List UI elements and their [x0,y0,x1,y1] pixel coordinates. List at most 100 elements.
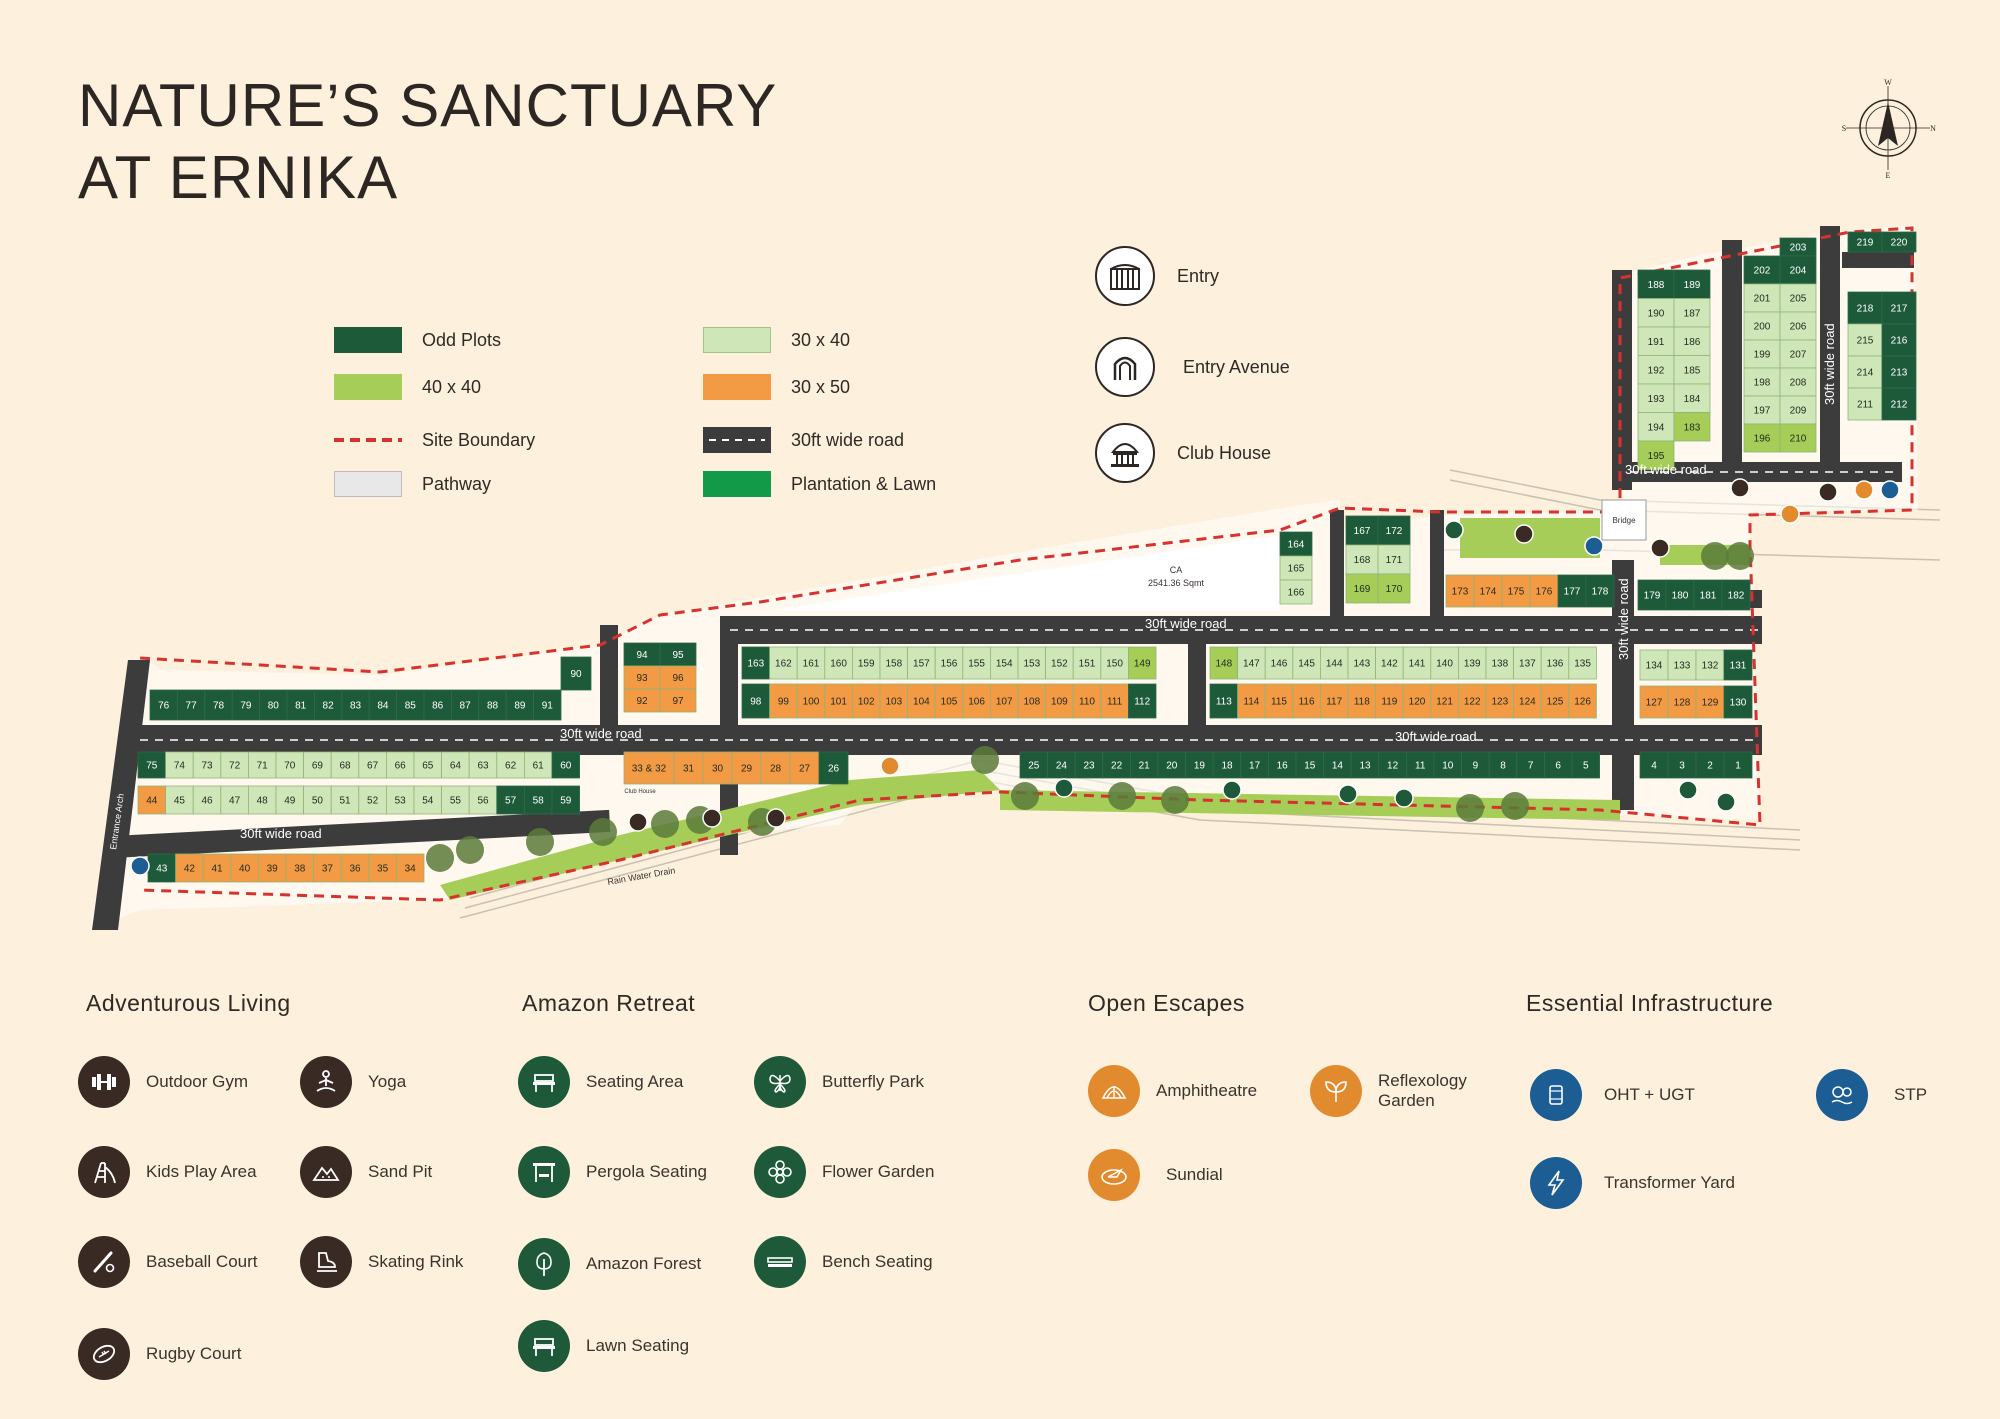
plot-number: 200 [1754,322,1771,333]
road-upper-right [1620,462,1902,482]
amenity-label: Yoga [368,1072,407,1091]
plot-number: 144 [1326,659,1343,670]
vertical-road-i [1820,226,1840,476]
plot-number: 16 [1277,761,1289,772]
legend-label: Odd Plots [422,329,502,350]
plot-125: 125 [1540,683,1570,719]
site-boundary [139,226,1914,902]
plot-number: 131 [1730,661,1747,672]
plot-141: 141 [1402,646,1432,680]
plot-number: 141 [1409,659,1426,670]
plot-117: 117 [1320,683,1349,719]
tree-icon [1501,792,1529,820]
plot-69: 69 [303,751,332,779]
plot-119: 119 [1375,683,1404,719]
plot-number: 71 [257,761,269,772]
plot-6: 6 [1544,751,1573,779]
plot-number: 159 [858,659,875,670]
amenity-marker-icon [1514,524,1534,544]
compass-s: S [1842,124,1846,133]
amenity-marker-icon [1222,780,1242,800]
plot-182: 182 [1721,579,1751,611]
plot-51: 51 [330,785,360,815]
plot-177: 177 [1557,574,1587,608]
slide-icon [78,1146,130,1198]
plot-180: 180 [1665,579,1695,611]
plot-218: 218 [1847,291,1883,325]
plot-121: 121 [1430,683,1459,719]
plot-105: 105 [934,683,964,719]
plot-number: 53 [395,796,407,807]
plot-number: 154 [996,659,1013,670]
plot-124: 124 [1513,683,1542,719]
plot-number: 38 [294,864,306,875]
plot-number: 205 [1790,294,1807,305]
plot-number: 122 [1464,697,1481,708]
plot-216: 216 [1881,323,1917,357]
plot-114: 114 [1237,683,1266,719]
plot-12: 12 [1378,751,1407,779]
plot-number: 137 [1519,659,1536,670]
plot-number: 117 [1326,697,1342,708]
plot-161: 161 [796,646,826,680]
pergola-icon [518,1146,570,1198]
plot-33-32: 33 & 32 [623,751,675,785]
plot-11: 11 [1406,751,1435,779]
plot-number: 128 [1674,698,1691,709]
plot-122: 122 [1458,683,1487,719]
road-label-east: 30ft wide road [1395,729,1477,744]
page-title: NATURE’S SANCTUARY AT ERNIKA [78,70,777,214]
amenity-lawn-seating: Lawn Seating [518,1320,689,1372]
plot-number: 123 [1491,697,1508,708]
amenity-marker-icon [766,808,786,828]
amenity-label: OHT + UGT [1604,1085,1695,1104]
amenity-label: Rugby Court [146,1344,242,1363]
legend-label: Plantation & Lawn [791,473,937,494]
plot-104: 104 [907,683,936,719]
section-open-title: Open Escapes [1088,990,1245,1016]
plot-number: 143 [1353,659,1370,670]
plot-number: 132 [1702,661,1719,672]
plot-number: 80 [268,701,280,712]
plot-number: 44 [146,796,158,807]
plot-number: 54 [422,796,434,807]
amenity-label: Kids Play Area [146,1162,257,1181]
plot-213: 213 [1881,355,1917,389]
plot-189: 189 [1673,269,1711,299]
plot-number: 149 [1134,659,1151,670]
amenity-baseball-court: Baseball Court [78,1236,258,1288]
plot-number: 63 [477,761,489,772]
amenity-marker-icon [628,812,648,832]
plot-113: 113 [1209,683,1239,719]
butterfly-icon [754,1056,806,1108]
plot-number: 33 & 32 [632,764,667,775]
plot-106: 106 [962,683,991,719]
plot-205: 205 [1779,283,1817,313]
plot-204: 204 [1779,255,1817,285]
plot-128: 128 [1667,685,1697,719]
plot-130: 130 [1723,685,1753,719]
plot-156: 156 [934,646,964,680]
plot-115: 115 [1264,683,1294,719]
plot-number: 147 [1243,659,1260,670]
plot-217: 217 [1881,291,1917,325]
vertical-road-d [1612,560,1634,810]
plot-25: 25 [1019,751,1049,779]
plot-187: 187 [1673,298,1711,328]
plot-46: 46 [192,785,222,815]
plot-201: 201 [1743,283,1781,313]
plot-number: 171 [1386,555,1403,566]
plot-number: 184 [1684,394,1701,405]
plot-157: 157 [907,646,936,680]
plot-17: 17 [1240,751,1269,779]
plot-number: 164 [1288,540,1305,551]
plot-number: 112 [1134,697,1150,708]
legend-pathway: Pathway [334,471,491,497]
plot-number: 220 [1891,238,1908,249]
plot-number: 190 [1648,308,1665,319]
plot-number: 126 [1574,697,1591,708]
plot-214: 214 [1847,355,1883,389]
plot-number: 163 [747,659,764,670]
plot-173: 173 [1445,574,1475,608]
stp-icon [1816,1069,1868,1121]
